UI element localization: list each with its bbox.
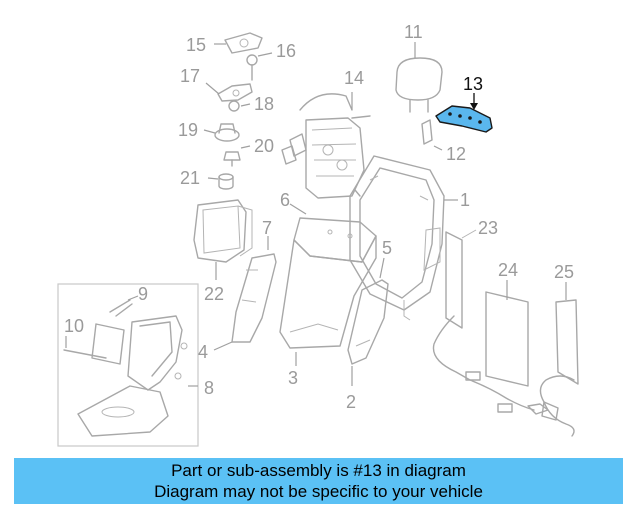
callout-19: 19 bbox=[178, 120, 198, 140]
callout-24: 24 bbox=[498, 260, 518, 280]
part-1-frame bbox=[349, 155, 458, 321]
callout-8: 8 bbox=[204, 378, 214, 398]
part-25-trim bbox=[539, 282, 579, 437]
callout-3: 3 bbox=[288, 368, 298, 388]
callout-9: 9 bbox=[138, 284, 148, 304]
info-banner: Part or sub-assembly is #13 in diagram D… bbox=[14, 458, 623, 504]
part-12-guide bbox=[421, 119, 443, 151]
part-15-cover bbox=[214, 32, 263, 54]
part-19-knob bbox=[203, 123, 240, 142]
part-6-cover bbox=[289, 203, 377, 263]
part-11-headrest bbox=[395, 42, 443, 113]
part-14-mechanism bbox=[281, 92, 371, 199]
callout-22: 22 bbox=[204, 284, 224, 304]
callout-2: 2 bbox=[346, 392, 356, 412]
callout-13: 13 bbox=[463, 74, 483, 94]
part-20-fastener bbox=[223, 145, 251, 167]
callout-10: 10 bbox=[64, 316, 84, 336]
callout-18: 18 bbox=[254, 94, 274, 114]
callout-7: 7 bbox=[262, 218, 272, 238]
part-5-panel bbox=[347, 257, 389, 386]
callout-17: 17 bbox=[180, 66, 200, 86]
callout-6: 6 bbox=[280, 190, 290, 210]
part-3-cushion bbox=[279, 235, 377, 366]
callout-4: 4 bbox=[198, 342, 208, 362]
part-18-clip bbox=[228, 100, 251, 112]
callout-25: 25 bbox=[554, 262, 574, 282]
callout-12: 12 bbox=[446, 144, 466, 164]
callout-labels: 15 16 17 18 19 20 21 22 14 11 13 12 1 6 … bbox=[64, 22, 574, 412]
parts-diagram: 15 16 17 18 19 20 21 22 14 11 13 12 1 6 … bbox=[57, 22, 579, 447]
part-7-bolster bbox=[213, 236, 277, 351]
part-22-pad bbox=[193, 199, 253, 280]
banner-line-2: Diagram may not be specific to your vehi… bbox=[154, 482, 483, 501]
callout-11: 11 bbox=[404, 22, 423, 42]
callout-16: 16 bbox=[276, 41, 296, 61]
part-24-panel bbox=[485, 280, 529, 387]
part-17-bracket bbox=[205, 82, 253, 102]
inset-box bbox=[57, 283, 199, 447]
callout-5: 5 bbox=[382, 238, 392, 258]
callout-15: 15 bbox=[186, 35, 206, 55]
part-13-highlighted[interactable] bbox=[435, 93, 493, 133]
part-21-grommet bbox=[207, 173, 234, 190]
callout-1: 1 bbox=[460, 190, 470, 210]
callout-23: 23 bbox=[478, 218, 498, 238]
banner-line-1: Part or sub-assembly is #13 in diagram bbox=[171, 461, 466, 480]
callout-21: 21 bbox=[180, 168, 200, 188]
part-16-bolt bbox=[246, 52, 273, 81]
callout-14: 14 bbox=[344, 68, 364, 88]
callout-20: 20 bbox=[254, 136, 274, 156]
part-23-harness bbox=[432, 229, 549, 415]
